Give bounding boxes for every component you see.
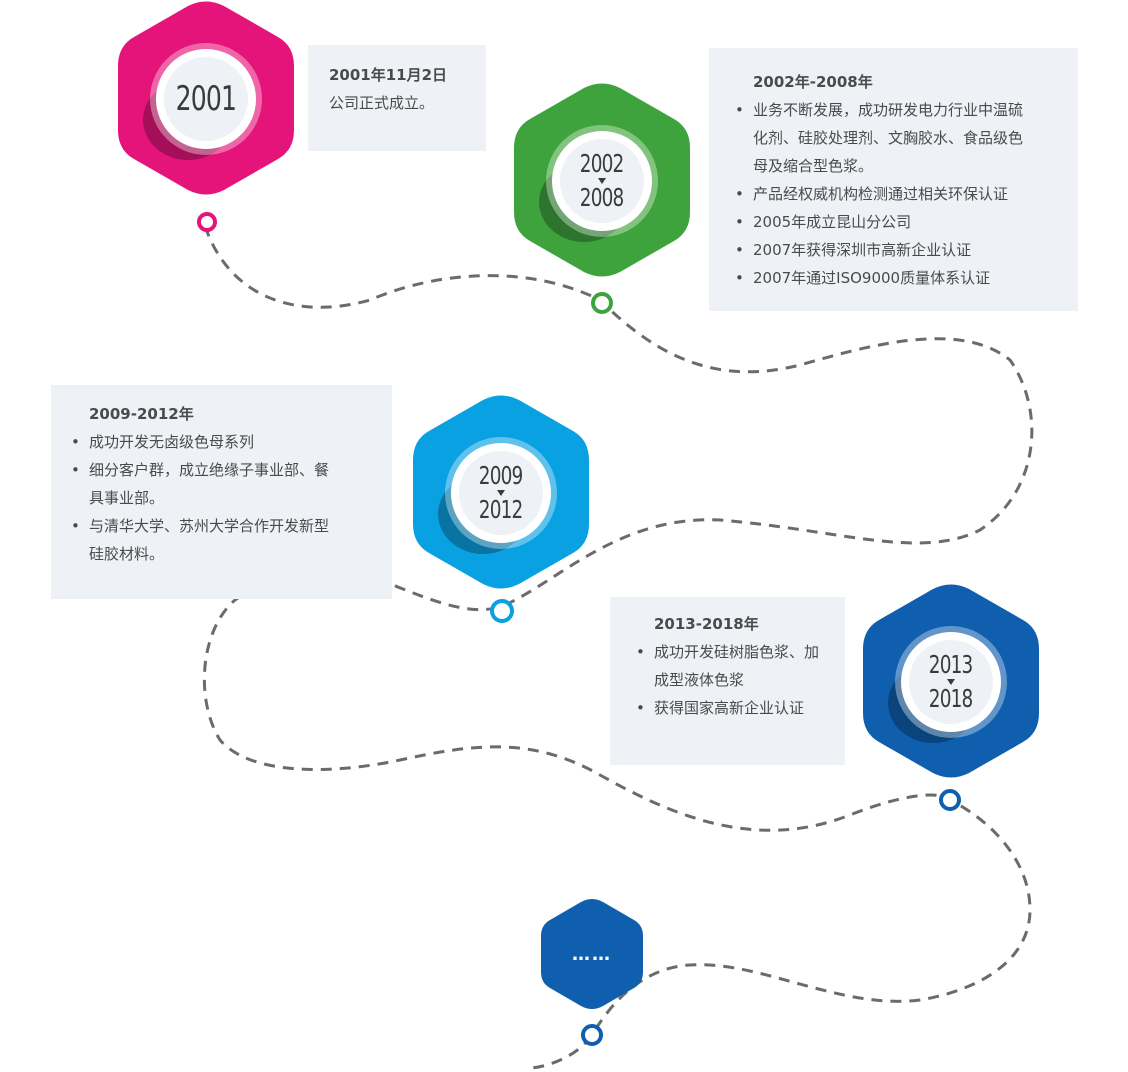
year-end: 2012	[479, 495, 523, 524]
milestone-card-2002-2008: 2002年-2008年 业务不断发展，成功研发电力行业中温硫化剂、硅胶处理剂、文…	[709, 48, 1078, 311]
milestone-list: 成功开发硅树脂色浆、加成型液体色浆 获得国家高新企业认证	[636, 638, 820, 722]
timeline-node-2002-2008	[591, 292, 613, 314]
year-badge-2002-2008: 2002 2008	[514, 82, 690, 278]
year-label: 2001	[175, 79, 237, 119]
list-item: 2007年获得深圳市高新企业认证	[735, 236, 1058, 264]
timeline-node-2001	[197, 212, 217, 232]
milestone-title: 2001年11月2日	[329, 66, 448, 84]
hexagon-shape	[541, 899, 643, 1009]
dashed-route	[202, 225, 1034, 1070]
year-disc: 2009 2012	[451, 443, 551, 543]
timeline-node-2009-2012	[490, 599, 514, 623]
year-disc: 2001	[156, 49, 256, 149]
list-item: 产品经权威机构检测通过相关环保认证	[735, 180, 1058, 208]
list-item: 与清华大学、苏州大学合作开发新型硅胶材料。	[71, 512, 332, 568]
list-item: 2005年成立昆山分公司	[735, 208, 1058, 236]
year-end: 2008	[580, 183, 624, 212]
milestone-list: 成功开发无卤级色母系列 细分客户群，成立绝缘子事业部、餐具事业部。 与清华大学、…	[71, 428, 332, 568]
year-disc: 2013 2018	[901, 632, 1001, 732]
timeline-node-2013-2018	[939, 789, 961, 811]
year-disc: 2002 2008	[552, 131, 652, 231]
milestone-card-2001: 2001年11月2日 公司正式成立。	[308, 45, 486, 151]
list-item: 2007年通过ISO9000质量体系认证	[735, 264, 1058, 292]
list-item: 成功开发硅树脂色浆、加成型液体色浆	[636, 638, 820, 694]
year-badge-2009-2012: 2009 2012	[413, 394, 589, 590]
down-arrow-icon	[598, 178, 606, 184]
list-item: 成功开发无卤级色母系列	[71, 428, 332, 456]
milestone-card-2009-2012: 2009-2012年 成功开发无卤级色母系列 细分客户群，成立绝缘子事业部、餐具…	[51, 385, 392, 599]
milestone-list: 业务不断发展，成功研发电力行业中温硫化剂、硅胶处理剂、文胸胶水、食品级色母及缩合…	[735, 96, 1058, 292]
list-item: 业务不断发展，成功研发电力行业中温硫化剂、硅胶处理剂、文胸胶水、食品级色母及缩合…	[735, 96, 1058, 180]
year-badge-2001: 2001	[118, 0, 294, 196]
milestone-title: 2002年-2008年	[753, 73, 873, 91]
year-start: 2013	[929, 650, 973, 679]
down-arrow-icon	[497, 490, 505, 496]
list-item: 获得国家高新企业认证	[636, 694, 820, 722]
timeline-node-more	[581, 1024, 603, 1046]
milestone-title: 2013-2018年	[654, 615, 759, 633]
milestone-title: 2009-2012年	[89, 405, 194, 423]
year-start: 2009	[479, 461, 523, 490]
more-badge: ……	[541, 898, 643, 1010]
list-item: 细分客户群，成立绝缘子事业部、餐具事业部。	[71, 456, 332, 512]
milestone-card-2013-2018: 2013-2018年 成功开发硅树脂色浆、加成型液体色浆 获得国家高新企业认证	[610, 597, 845, 765]
milestone-text: 公司正式成立。	[329, 94, 435, 112]
year-end: 2018	[929, 684, 973, 713]
more-ellipsis: ……	[572, 943, 612, 965]
down-arrow-icon	[947, 679, 955, 685]
year-start: 2002	[580, 149, 624, 178]
year-badge-2013-2018: 2013 2018	[863, 583, 1039, 779]
